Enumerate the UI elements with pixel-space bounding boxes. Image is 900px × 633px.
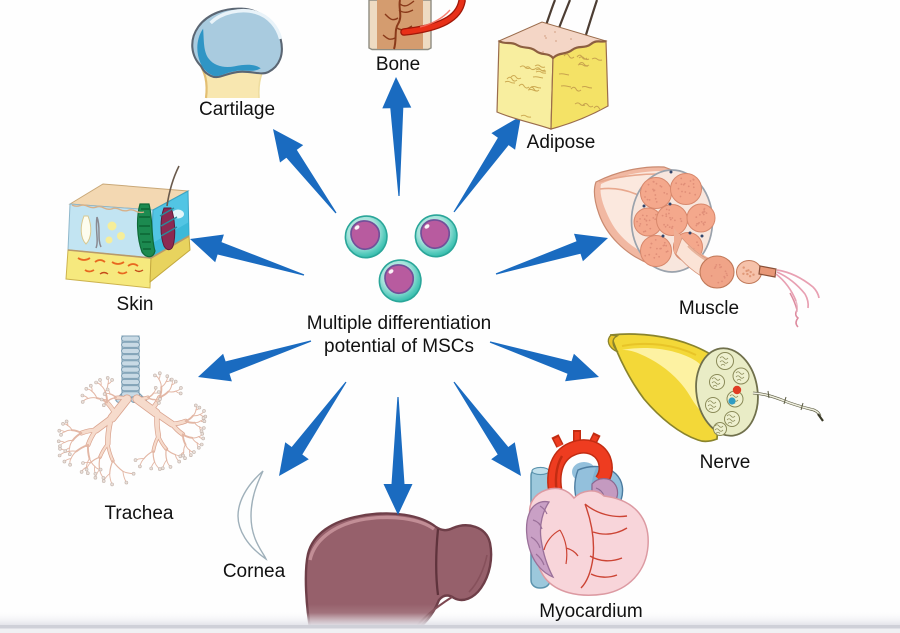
svg-text:Multiple differentiation: Multiple differentiation (307, 313, 491, 334)
svg-text:Skin: Skin (117, 294, 154, 315)
svg-text:Cornea: Cornea (223, 561, 286, 582)
svg-text:Cartilage: Cartilage (199, 99, 275, 120)
svg-text:Adipose: Adipose (527, 132, 596, 153)
svg-text:Muscle: Muscle (679, 298, 739, 319)
svg-text:Bone: Bone (376, 54, 420, 75)
svg-text:potential of MSCs: potential of MSCs (324, 336, 474, 357)
svg-text:Myocardium: Myocardium (539, 601, 642, 622)
svg-text:Nerve: Nerve (700, 452, 751, 473)
svg-text:Trachea: Trachea (105, 503, 174, 524)
